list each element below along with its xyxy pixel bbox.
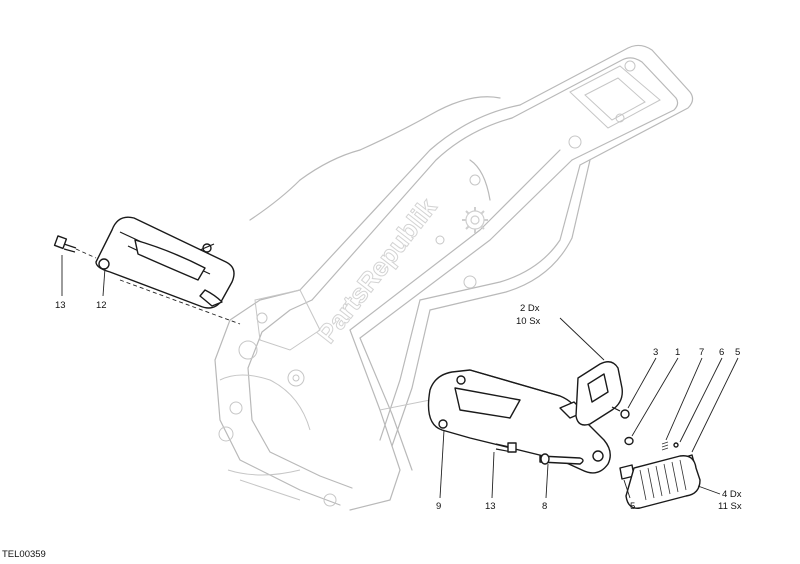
pin-part-8 xyxy=(539,453,584,465)
callout-13-lower: 13 xyxy=(485,501,496,512)
callout-8: 8 xyxy=(542,501,547,512)
callout-7: 7 xyxy=(699,347,704,358)
washer-part-1 xyxy=(624,436,634,446)
callout-5-lower: 5 xyxy=(630,501,635,512)
bolt-part-13-lower xyxy=(495,442,517,453)
callout-12: 12 xyxy=(96,300,107,311)
screw-part-3 xyxy=(611,406,630,419)
bolt-part-13-left xyxy=(53,235,77,253)
callout-4-dx: 4 Dx xyxy=(722,489,742,500)
heel-guard-part-2-10 xyxy=(575,361,623,426)
leader-lines xyxy=(61,255,739,499)
spring-part-7 xyxy=(661,441,669,451)
callout-5-right: 5 xyxy=(735,347,740,358)
footrest-hanger-part-9 xyxy=(427,369,611,474)
callout-2-dx: 2 Dx xyxy=(520,303,540,314)
pin-part-6 xyxy=(673,442,679,448)
callout-11-sx: 11 Sx xyxy=(718,501,742,512)
callout-6: 6 xyxy=(719,347,724,358)
gear-icon xyxy=(462,207,488,233)
callout-9: 9 xyxy=(436,501,441,512)
callout-13-left: 13 xyxy=(55,300,66,311)
motorcycle-frame xyxy=(214,44,694,511)
bracket-part-12 xyxy=(95,216,235,309)
callout-3: 3 xyxy=(653,347,658,358)
callout-1: 1 xyxy=(675,347,680,358)
callout-10-sx: 10 Sx xyxy=(516,316,541,327)
alignment-line xyxy=(75,248,241,325)
footpeg-part-4-11 xyxy=(625,455,701,509)
drawing-code: TEL00359 xyxy=(2,549,46,560)
